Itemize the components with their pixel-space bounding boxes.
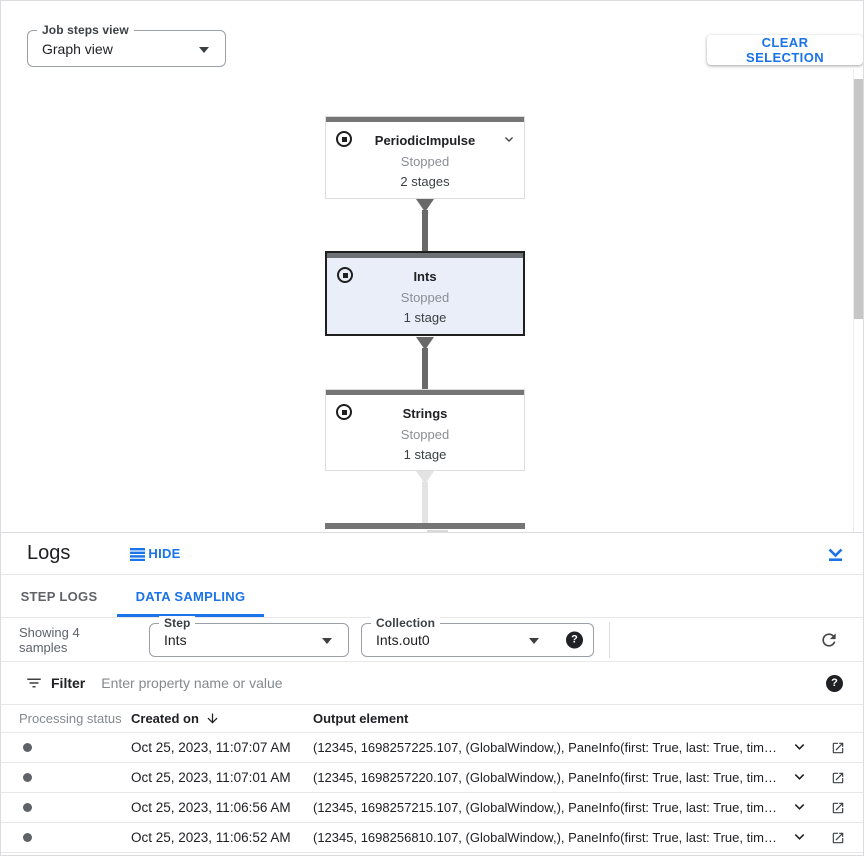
created-on-cell: Oct 25, 2023, 11:06:52 AM: [131, 830, 291, 845]
processing-status-dot: [23, 773, 32, 782]
logs-header: Logs HIDE: [1, 533, 863, 575]
table-row[interactable]: Oct 25, 2023, 11:07:07 AM (12345, 169825…: [1, 733, 863, 763]
logs-tabs: STEP LOGS DATA SAMPLING: [1, 575, 863, 618]
graph-node-ints[interactable]: Ints Stopped 1 stage: [325, 251, 525, 336]
node-partial-edge: [427, 530, 448, 533]
node-topbar: [325, 523, 525, 529]
stop-circle-icon: [336, 404, 352, 420]
created-on-cell: Oct 25, 2023, 11:07:07 AM: [131, 740, 291, 755]
filter-bar: Filter ?: [1, 662, 863, 705]
step-select[interactable]: Step Ints: [149, 615, 349, 657]
graph-scrollbar-track: [853, 69, 863, 532]
edge-line: [422, 348, 428, 389]
node-status: Stopped: [400, 154, 450, 169]
output-element-cell: (12345, 1698257215.107, (GlobalWindow,),…: [313, 800, 779, 815]
collection-select-label: Collection: [371, 615, 441, 630]
node-status: Stopped: [400, 290, 450, 305]
node-title: Ints: [413, 268, 437, 284]
open-in-new-icon[interactable]: [831, 801, 845, 815]
open-in-new-icon[interactable]: [831, 741, 845, 755]
collection-select-value: Ints.out0: [376, 631, 430, 648]
expand-row-icon[interactable]: [790, 768, 809, 787]
node-stages: 1 stage: [403, 447, 447, 462]
stop-circle-icon: [337, 267, 353, 283]
tab-data-sampling[interactable]: DATA SAMPLING: [117, 575, 264, 617]
filter-input[interactable]: [101, 675, 826, 691]
job-steps-view-value: Graph view: [42, 40, 113, 57]
processing-status-dot: [23, 803, 32, 812]
node-stages: 2 stages: [400, 174, 450, 189]
sampling-controls: Showing 4 samples Step Ints Collection I…: [1, 615, 863, 662]
edge-arrow-icon: [416, 199, 434, 212]
node-topbar: [327, 253, 523, 258]
edge-line: [422, 210, 428, 253]
refresh-icon[interactable]: [819, 630, 839, 650]
table-row[interactable]: Oct 25, 2023, 11:07:01 AM (12345, 169825…: [1, 763, 863, 793]
logs-panel: Logs HIDE STEP LOGS DATA SAMPLING Showin…: [1, 532, 863, 855]
dropdown-arrow-icon: [322, 637, 332, 644]
step-select-value: Ints: [164, 631, 187, 648]
stop-circle-icon: [336, 131, 352, 147]
processing-status-dot: [23, 833, 32, 842]
node-title: Strings: [402, 405, 448, 421]
column-header-processing-status: Processing status: [19, 711, 122, 726]
filter-icon: [27, 678, 41, 688]
help-icon[interactable]: ?: [826, 674, 843, 692]
node-topbar: [326, 117, 524, 122]
expand-row-icon[interactable]: [790, 798, 809, 817]
chevron-down-icon[interactable]: [501, 132, 517, 148]
tab-step-logs[interactable]: STEP LOGS: [20, 588, 98, 604]
created-on-cell: Oct 25, 2023, 11:07:01 AM: [131, 770, 291, 785]
edge-arrow-icon: [416, 337, 434, 350]
dropdown-arrow-icon: [529, 637, 539, 644]
expand-row-icon[interactable]: [790, 828, 809, 847]
dropdown-arrow-icon: [199, 46, 209, 53]
output-element-cell: (12345, 1698256810.107, (GlobalWindow,),…: [313, 830, 779, 845]
graph-node-strings[interactable]: Strings Stopped 1 stage: [325, 389, 525, 471]
collection-select[interactable]: Collection Ints.out0 ?: [361, 615, 594, 657]
node-topbar: [326, 390, 524, 395]
node-title: PeriodicImpulse: [374, 132, 476, 148]
expand-row-icon[interactable]: [790, 738, 809, 757]
lines-icon: [130, 547, 146, 561]
clear-selection-button[interactable]: CLEAR SELECTION: [707, 35, 863, 65]
graph-node-periodicimpulse[interactable]: PeriodicImpulse Stopped 2 stages: [325, 116, 525, 199]
processing-status-dot: [23, 743, 32, 752]
open-in-new-icon[interactable]: [831, 831, 845, 845]
step-select-label: Step: [159, 615, 196, 630]
graph-scrollbar-thumb[interactable]: [854, 79, 863, 319]
collapse-panel-icon[interactable]: [826, 545, 845, 563]
edge-arrow-icon: [416, 471, 434, 484]
edge-line: [422, 482, 428, 523]
hide-label: HIDE: [148, 546, 181, 561]
node-stages: 1 stage: [403, 310, 447, 325]
output-element-cell: (12345, 1698257225.107, (GlobalWindow,),…: [313, 740, 779, 755]
graph-node-partial[interactable]: [325, 523, 525, 532]
node-status: Stopped: [400, 427, 450, 442]
logs-title: Logs: [27, 542, 71, 564]
output-element-cell: (12345, 1698257220.107, (GlobalWindow,),…: [313, 770, 779, 785]
job-steps-view-label: Job steps view: [37, 23, 134, 37]
column-header-output-element: Output element: [313, 711, 409, 726]
job-steps-view-select[interactable]: Job steps view Graph view: [27, 23, 226, 67]
divider: [609, 621, 610, 658]
sort-descending-icon: [207, 713, 218, 724]
job-graph-panel: Job steps view Graph view CLEAR SELECTIO…: [1, 1, 863, 533]
help-icon[interactable]: ?: [566, 631, 583, 648]
table-row[interactable]: Oct 25, 2023, 11:06:56 AM (12345, 169825…: [1, 793, 863, 823]
table-header: Processing status Created on Output elem…: [1, 705, 863, 733]
filter-label: Filter: [51, 675, 86, 691]
column-header-created-on[interactable]: Created on: [131, 711, 313, 726]
created-on-cell: Oct 25, 2023, 11:06:56 AM: [131, 800, 291, 815]
table-row[interactable]: Oct 25, 2023, 11:06:52 AM (12345, 169825…: [1, 823, 863, 853]
hide-logs-button[interactable]: HIDE: [130, 546, 180, 561]
sample-count-text: Showing 4 samples: [19, 624, 80, 655]
open-in-new-icon[interactable]: [831, 771, 845, 785]
